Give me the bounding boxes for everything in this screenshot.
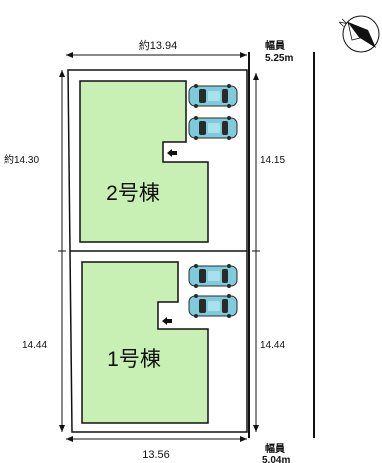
compass-north-label: N — [337, 17, 349, 29]
upper-right-height-label: 14.15 — [260, 155, 285, 166]
bottom-width-label: 13.56 — [142, 449, 170, 461]
left-height-dimension: 約14.30 14.44 — [4, 70, 66, 432]
building-1: 1号棟 — [81, 261, 209, 424]
building-1-label: 1号棟 — [107, 348, 161, 371]
right-height-dimension: 14.15 14.44 — [252, 73, 285, 432]
bottom-width-dimension: 13.56 — [66, 436, 247, 461]
car-icon — [188, 293, 238, 319]
left-height-label: 約14.30 — [4, 153, 39, 166]
road-top-title: 幅員 — [265, 39, 285, 52]
car-icon — [188, 263, 238, 289]
car-icon — [188, 83, 238, 109]
entrance-arrow-icon — [167, 149, 177, 157]
entrance-arrow-icon — [162, 317, 172, 325]
road-top-width: 5.25m — [265, 53, 293, 64]
road-bottom-title: 幅員 — [265, 442, 285, 455]
road-bottom-width: 5.04m — [262, 455, 290, 463]
top-width-dimension: 約13.94 — [66, 38, 247, 58]
lower-right-height-label: 14.44 — [260, 340, 285, 351]
lot-outline — [67, 69, 248, 433]
building-2-label: 2号棟 — [106, 182, 160, 205]
north-arrow-icon: N — [337, 15, 380, 53]
top-width-label: 約13.94 — [139, 38, 178, 52]
road-top-label: 幅員 5.25m — [265, 39, 293, 64]
car-icon — [188, 115, 238, 141]
building-2: 2号棟 — [79, 80, 209, 243]
lower-left-height-label: 14.44 — [22, 340, 47, 351]
road-bottom-label: 幅員 5.04m — [262, 442, 290, 463]
